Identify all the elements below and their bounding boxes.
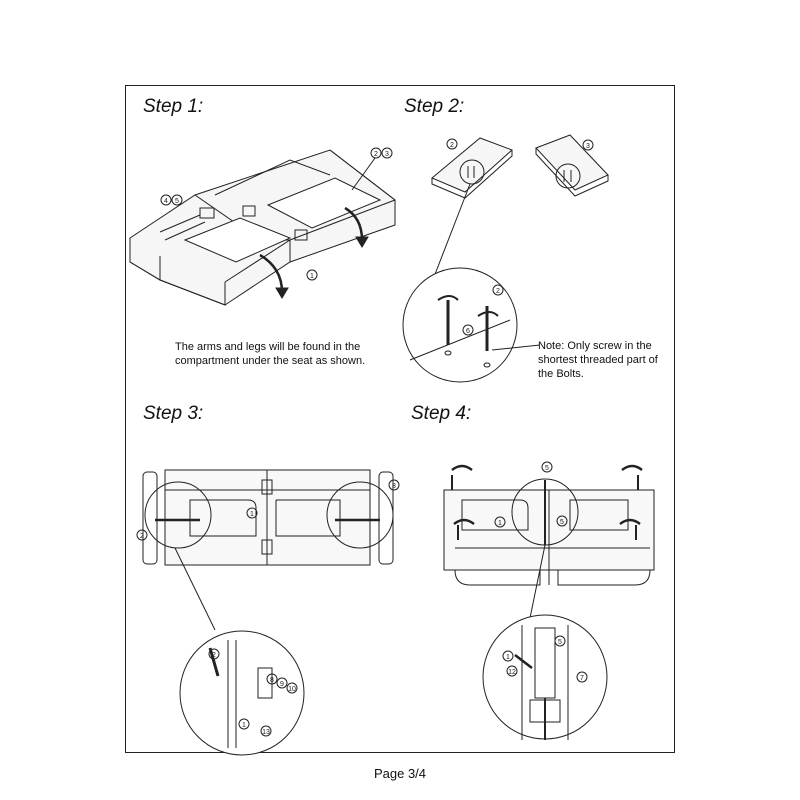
- callout-5: 5: [560, 519, 564, 526]
- instruction-frame: [125, 85, 675, 753]
- step-1-title: Step 1:: [143, 96, 204, 117]
- callout-5: 5: [175, 198, 179, 205]
- step-4-title: Step 4:: [411, 403, 472, 424]
- callout-1: 1: [310, 273, 314, 280]
- callout-4: 4: [164, 198, 168, 205]
- callout-5: 5: [558, 639, 562, 646]
- step-2-illustration: [402, 134, 609, 383]
- callout-9: 9: [280, 681, 284, 688]
- callout-2: 2: [212, 652, 216, 659]
- callout-2: 2: [496, 288, 500, 295]
- page-number: Page 3/4: [373, 766, 427, 781]
- callout-6: 6: [466, 328, 470, 335]
- step-2-note: Note: Only screw in the shortest threade…: [538, 340, 658, 380]
- callout-1: 1: [250, 511, 254, 518]
- callout-10: 10: [288, 686, 296, 693]
- callout-1: 1: [242, 722, 246, 729]
- callout-3: 3: [586, 143, 590, 150]
- callout-13: 13: [262, 729, 270, 736]
- step-3-title: Step 3:: [143, 403, 204, 424]
- step-1-note: The arms and legs will be found in the c…: [175, 341, 366, 367]
- callout-1: 1: [506, 654, 510, 661]
- step-1-illustration: [129, 147, 396, 306]
- callout-5: 5: [545, 465, 549, 472]
- callout-8: 8: [270, 677, 274, 684]
- step-3-illustration: [136, 469, 400, 756]
- callout-2: 2: [374, 151, 378, 158]
- callout-2: 2: [450, 142, 454, 149]
- callout-2: 2: [140, 533, 144, 540]
- callout-7: 7: [580, 675, 584, 682]
- callout-3: 3: [385, 151, 389, 158]
- callout-3: 3: [392, 483, 396, 490]
- step-4-illustration: [443, 461, 655, 740]
- step-2-title: Step 2:: [404, 96, 465, 117]
- callout-12: 12: [508, 669, 516, 676]
- callout-1: 1: [498, 520, 502, 527]
